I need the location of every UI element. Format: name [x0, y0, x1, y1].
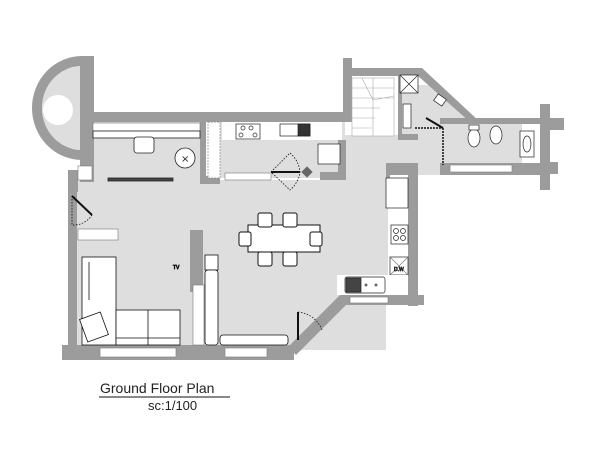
window: [224, 347, 268, 358]
bench: [219, 334, 289, 346]
armchair: [79, 311, 109, 343]
plan-title: Ground Floor Plan: [100, 380, 215, 396]
sliding-door: [107, 177, 174, 182]
radiators: [77, 122, 272, 346]
tv-label: TV: [173, 265, 180, 271]
hob-2: [390, 224, 409, 245]
radiator: [192, 284, 205, 346]
doors: [71, 117, 444, 340]
chair: [257, 212, 273, 228]
wardrobe-symbol: [174, 147, 196, 169]
study-furniture: ×: [92, 130, 201, 182]
washbasin-small: [433, 93, 447, 107]
window: [349, 296, 389, 304]
kitchen-lower: D.W: [337, 177, 409, 295]
living-furniture: TV: [79, 254, 289, 346]
door-entry: [71, 195, 93, 216]
chair: [282, 212, 298, 228]
radiator: [77, 228, 119, 241]
dining-table: [247, 224, 321, 253]
bay-window-wall: [32, 56, 82, 160]
bidet: [489, 125, 503, 145]
oven: [385, 177, 409, 209]
radiator: [77, 165, 93, 181]
dining-set: [238, 212, 323, 267]
cabinet: [204, 269, 219, 346]
door-wc: [415, 127, 444, 165]
fridge: [317, 143, 341, 165]
title-underline: [99, 396, 230, 398]
bay-column: [43, 95, 73, 125]
window: [449, 164, 513, 173]
office-chair: [133, 136, 155, 154]
window: [207, 121, 221, 179]
chair: [282, 251, 298, 267]
radiator: [224, 172, 272, 181]
radiator: [92, 122, 201, 132]
svg-text:×: ×: [181, 154, 189, 165]
windows: [99, 121, 513, 358]
chair: [238, 231, 252, 247]
chair: [309, 231, 323, 247]
window: [99, 347, 177, 358]
bathroom-fixtures: [399, 74, 535, 158]
plan-scale: sc:1/100: [148, 398, 198, 413]
staircase: [351, 77, 395, 137]
kitchen-upper: [222, 122, 342, 165]
toilet: [467, 128, 481, 148]
dishwasher-label: D.W: [394, 267, 404, 273]
chair: [257, 251, 273, 267]
